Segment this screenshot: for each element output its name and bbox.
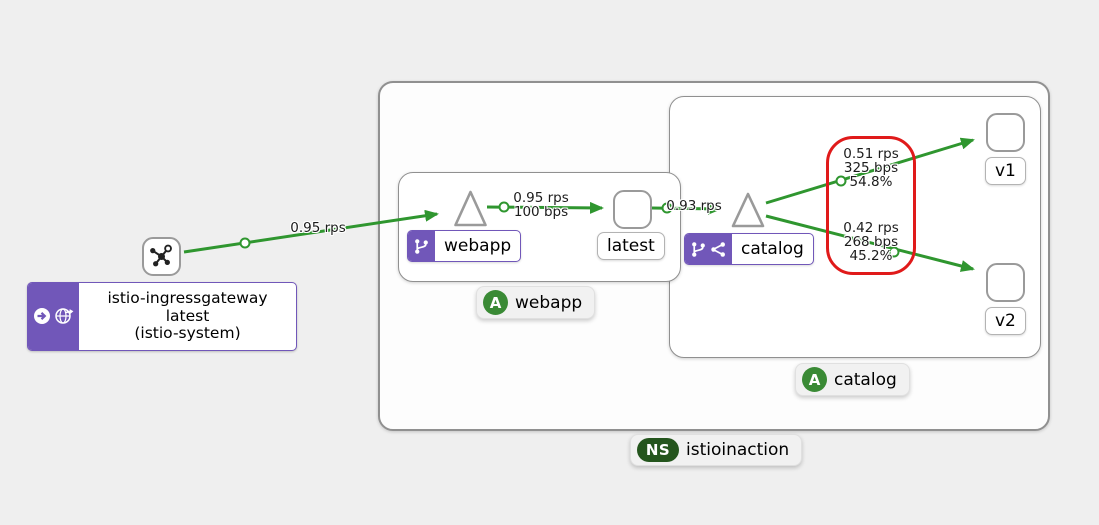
edge-rate: 0.42 rps [843,220,899,236]
gateway-namespace: (istio-system) [134,324,241,342]
webapp-workload-label[interactable]: latest [597,232,665,260]
webapp-workload-node[interactable] [613,190,652,229]
app-badge-icon: A [483,290,508,315]
webapp-service-name: webapp [444,236,512,256]
edge-throughput: 268 bps [843,234,899,250]
gateway-version: latest [165,306,210,325]
traffic-split-icon [711,241,725,257]
catalog-app-chip-label: catalog [834,369,897,390]
catalog-v1-node[interactable] [986,113,1025,152]
gateway-globe-icon [55,308,74,324]
edge-midpoint-dot [239,237,251,249]
gateway-badges [28,283,79,350]
gateway-name: istio-ingressgateway [107,289,268,307]
mesh-icon [150,244,172,267]
edge-rate: 0.95 rps [513,190,569,206]
edge-rate: 0.51 rps [843,146,899,162]
webapp-service-node[interactable] [452,188,489,229]
edge-throughput: 325 bps [843,160,899,176]
edge-rate: 0.95 rps [290,220,346,236]
namespace-chip[interactable]: NS istioinaction [630,434,803,466]
catalog-v2-label[interactable]: v2 [985,307,1026,335]
webapp-app-chip-label: webapp [515,292,583,313]
catalog-app-chip[interactable]: A catalog [795,363,910,396]
edge-label-latest-catalog[interactable]: 0.93 rps [666,199,722,213]
namespace-chip-label: istioinaction [686,440,790,460]
catalog-v2-node[interactable] [986,263,1025,302]
namespace-badge-icon: NS [637,438,679,462]
catalog-v1-label[interactable]: v1 [985,157,1026,185]
edge-percent: 54.8% [849,174,893,190]
catalog-service-label[interactable]: catalog [684,233,814,265]
edge-label-catalog-v1[interactable]: 0.51 rps 325 bps 54.8% [843,147,899,189]
webapp-service-label[interactable]: webapp [407,230,522,262]
edge-label-catalog-v2[interactable]: 0.42 rps 268 bps 45.2% [843,221,899,263]
edge-label-webapp-latest[interactable]: 0.95 rps 100 bps [513,191,569,219]
catalog-service-badges [685,234,732,264]
webapp-service-badges [408,231,435,261]
webapp-app-chip[interactable]: A webapp [476,286,596,319]
version-branch-icon [692,241,705,257]
edge-label-gateway-webapp[interactable]: 0.95 rps [290,221,346,235]
version-branch-icon [415,238,428,254]
catalog-service-node[interactable] [729,190,767,230]
edge-rate: 0.93 rps [666,198,722,214]
gateway-label-text: istio-ingressgateway latest (istio-syste… [79,283,296,350]
app-badge-icon: A [802,367,827,392]
edge-percent: 45.2% [849,248,893,264]
traffic-source-icon [34,308,50,325]
edge-throughput: 100 bps [513,204,569,220]
gateway-node[interactable] [142,237,181,276]
catalog-service-name: catalog [741,239,804,259]
gateway-node-label[interactable]: istio-ingressgateway latest (istio-syste… [27,282,297,351]
